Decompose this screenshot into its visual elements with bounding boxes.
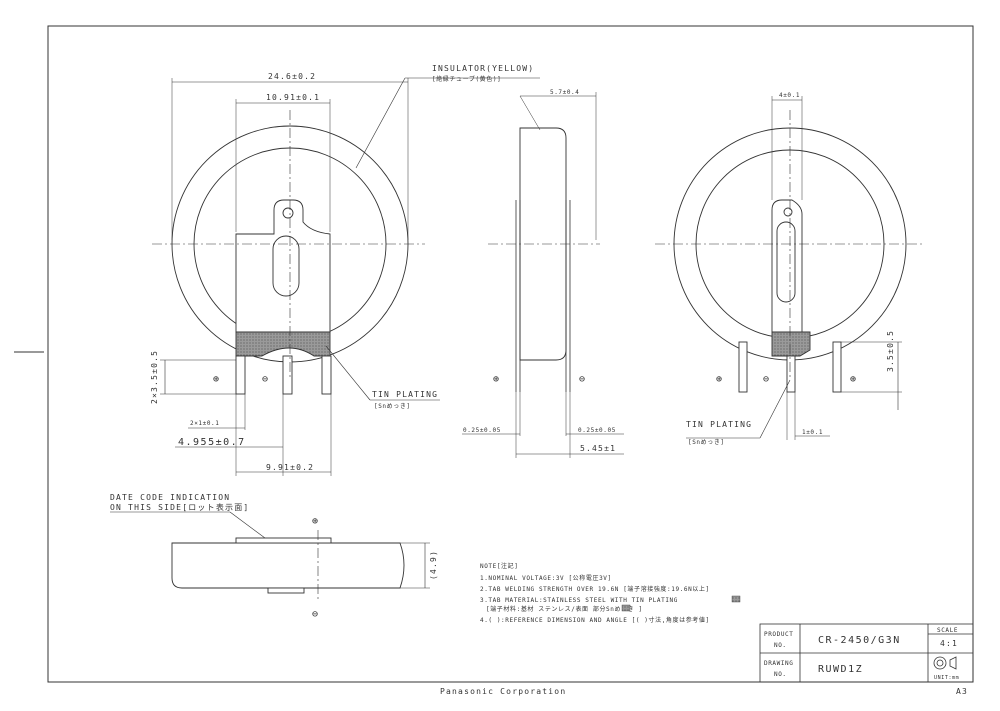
drawing-border (47, 25, 974, 683)
note-1: 1.NOMINAL VOLTAGE:3V [公称電圧3V] (480, 574, 612, 582)
product-number: CR-2450/G3N (818, 635, 901, 646)
plus-symbol-bottom: ⊕ (312, 516, 320, 527)
drawing-number: RUWD1Z (818, 664, 863, 675)
tab-slot (272, 235, 300, 297)
plus-symbol-rear: ⊕ (716, 374, 724, 385)
dim-pin-span: 9.91±0.2 (266, 463, 314, 472)
tin-plating-label-jp: [Snめっき] (374, 403, 411, 410)
bottom-top-tab (235, 537, 332, 544)
front-pin-right (321, 355, 332, 395)
bottom-body (171, 542, 405, 589)
notes: NOTE[注記] 1.NOMINAL VOLTAGE:3V [公称電圧3V] 2… (480, 562, 741, 624)
front-view (152, 77, 540, 476)
minus-symbol-rear: ⊖ (763, 374, 771, 385)
notes-title: NOTE[注記] (480, 562, 518, 570)
insulator-label: INSULATOR(YELLOW) (432, 64, 534, 73)
minus-symbol-bottom: ⊖ (312, 609, 320, 620)
unit-label: UNIT:mm (934, 675, 959, 681)
sheet-size: A3 (956, 687, 968, 696)
front-tab (235, 199, 331, 333)
drawing-label-no: NO. (774, 671, 787, 678)
front-pin-left (235, 355, 246, 395)
plus-symbol-front: ⊕ (213, 374, 221, 385)
plus-symbol-rear-2: ⊕ (850, 374, 858, 385)
note-3: 3.TAB MATERIAL:STAINLESS STEEL WITH TIN … (480, 597, 678, 604)
side-view (462, 92, 624, 458)
note-2: 2.TAB WELDING STRENGTH OVER 19.6N [端子溶接強… (480, 585, 710, 593)
company-name: Panasonic Corporation (440, 687, 566, 696)
dim-pin-width: 2×1±0.1 (190, 420, 220, 427)
dim-thick-left: 0.25±0.05 (463, 427, 501, 434)
dim-pin-pitch: 2×3.5±0.5 (150, 350, 159, 404)
rear-tin-plating (771, 331, 811, 357)
dim-pin-offset: 4.955±0.7 (178, 437, 246, 448)
title-block (759, 623, 974, 683)
rear-view (655, 96, 925, 440)
tin-plating-label: TIN PLATING (372, 390, 438, 399)
dim-side-width: 5.7±0.4 (550, 89, 580, 96)
dim-rear-pin-len: 3.5±0.5 (886, 330, 895, 372)
scale-label: SCALE (937, 627, 958, 634)
product-label-no: NO. (774, 642, 787, 649)
dim-rear-pin-w: 1±0.1 (802, 429, 823, 436)
rear-tin-plating-label: TIN PLATING (686, 420, 752, 429)
date-code-label: DATE CODE INDICATION (110, 493, 230, 502)
minus-symbol-front: ⊖ (262, 374, 270, 385)
date-code-label-2: ON THIS SIDE[ロット表示面] (110, 502, 249, 512)
dim-overall-width: 24.6±0.2 (268, 72, 316, 81)
dim-tab-width: 10.91±0.1 (266, 93, 320, 102)
dim-rear-tab: 4±0.1 (779, 92, 800, 99)
rear-tin-plating-label-jp: [Snめっき] (688, 439, 725, 446)
rear-tab (771, 199, 803, 333)
note-3b: [端子材料:基材 ステンレス/表面 部分Snめっき ] (486, 605, 643, 613)
scale-value: 4:1 (940, 639, 958, 648)
tab-hole (282, 207, 294, 219)
dim-height-ref: (4.9) (429, 550, 438, 580)
bottom-view (110, 511, 430, 600)
minus-symbol-side: ⊖ (579, 374, 587, 385)
note-4: 4.( ):REFERENCE DIMENSION AND ANGLE [( )… (480, 616, 710, 624)
bottom-lower-tab (267, 587, 305, 594)
tin-plating-area (235, 331, 331, 357)
product-label: PRODUCT (764, 631, 794, 638)
dim-thick-right: 0.25±0.05 (578, 427, 616, 434)
dim-overall-thick: 5.45±1 (580, 444, 616, 453)
plus-symbol-side: ⊕ (493, 374, 501, 385)
front-pin-mid (282, 355, 293, 395)
insulator-label-jp: [絶縁チューブ(黄色)] (432, 75, 501, 83)
projection-symbol-icon (933, 656, 957, 670)
drawing-label: DRAWING (764, 660, 794, 667)
